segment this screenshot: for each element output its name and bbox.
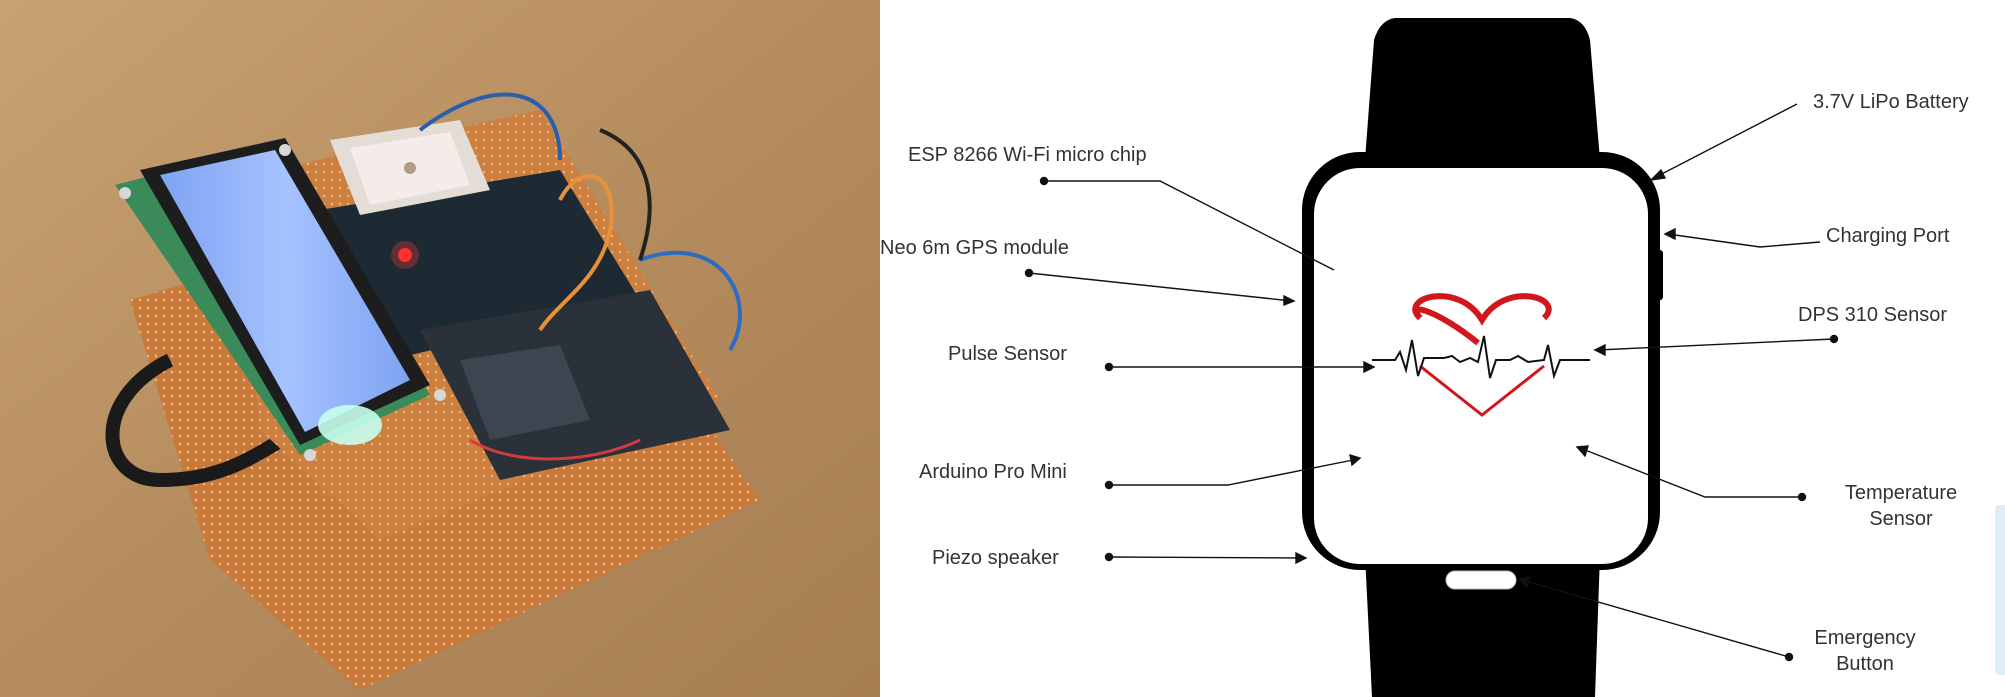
label-pulse: Pulse Sensor bbox=[948, 343, 1067, 365]
lcd-display bbox=[115, 138, 446, 461]
label-piezo: Piezo speaker bbox=[932, 547, 1059, 569]
label-dps310: DPS 310 Sensor bbox=[1798, 304, 1947, 326]
watch-screen bbox=[1314, 168, 1648, 564]
watch-strap-top bbox=[1365, 18, 1600, 160]
leader-esp8266 bbox=[1044, 180, 1335, 271]
leader-battery bbox=[1653, 103, 1798, 179]
leader-emergency bbox=[1521, 579, 1790, 658]
heart-ecg-icon bbox=[1372, 293, 1590, 417]
wire-red bbox=[469, 438, 641, 461]
emergency-button-shape bbox=[1445, 570, 1517, 590]
arrow-pulse bbox=[1363, 360, 1376, 374]
arrow-temp bbox=[1575, 445, 1589, 458]
wire-blue-2 bbox=[639, 251, 742, 352]
leader-arduino bbox=[1109, 458, 1359, 486]
label-charging: Charging Port bbox=[1826, 225, 1950, 247]
red-led bbox=[398, 248, 412, 262]
arrow-dps310 bbox=[1593, 343, 1606, 357]
watch-side-button bbox=[1655, 250, 1663, 300]
leader-piezo bbox=[1108, 556, 1305, 559]
arrow-battery bbox=[1649, 168, 1667, 181]
ecg-line bbox=[1372, 335, 1590, 380]
watch-strap-bottom bbox=[1365, 555, 1600, 697]
label-emergency-line2: Button bbox=[1836, 653, 1894, 676]
wire-black bbox=[599, 128, 652, 261]
leader-dps310 bbox=[1597, 338, 1835, 351]
arrow-arduino bbox=[1349, 453, 1362, 467]
label-temperature-line1: Temperature bbox=[1844, 482, 1958, 504]
smartwatch-diagram bbox=[1024, 18, 1839, 697]
arrow-piezo bbox=[1295, 551, 1308, 565]
leader-charging bbox=[1667, 233, 1821, 248]
label-esp8266: ESP 8266 Wi-Fi micro chip bbox=[908, 144, 1147, 166]
label-emergency-line1: Emergency bbox=[1814, 627, 1916, 649]
leader-gps bbox=[1028, 272, 1293, 302]
black-cable bbox=[105, 353, 304, 488]
wire-orange bbox=[538, 174, 614, 332]
prototype-photo bbox=[0, 0, 880, 697]
label-temperature-line2: Sensor bbox=[1869, 508, 1933, 531]
label-temperature-sensor: Temperature Sensor bbox=[1826, 480, 1976, 533]
label-battery: 3.7V LiPo Battery bbox=[1813, 91, 1969, 113]
smartwatch-outline-icon bbox=[1302, 18, 1663, 697]
arrow-charging bbox=[1663, 227, 1676, 241]
heart-bottom bbox=[1419, 364, 1545, 417]
arrow-emergency bbox=[1517, 576, 1531, 589]
wire-blue bbox=[418, 92, 562, 161]
lcd-backlight bbox=[318, 405, 382, 445]
arrow-gps bbox=[1283, 294, 1296, 307]
gps-antenna bbox=[330, 120, 490, 215]
heart-top bbox=[1412, 293, 1552, 346]
slide-edge-tab bbox=[1995, 505, 2005, 675]
leader-temp bbox=[1579, 447, 1802, 498]
label-emergency-button: Emergency Button bbox=[1790, 625, 1940, 678]
wifi-module bbox=[460, 345, 590, 440]
label-gps: Neo 6m GPS module bbox=[880, 237, 1069, 259]
label-arduino: Arduino Pro Mini bbox=[919, 461, 1067, 483]
